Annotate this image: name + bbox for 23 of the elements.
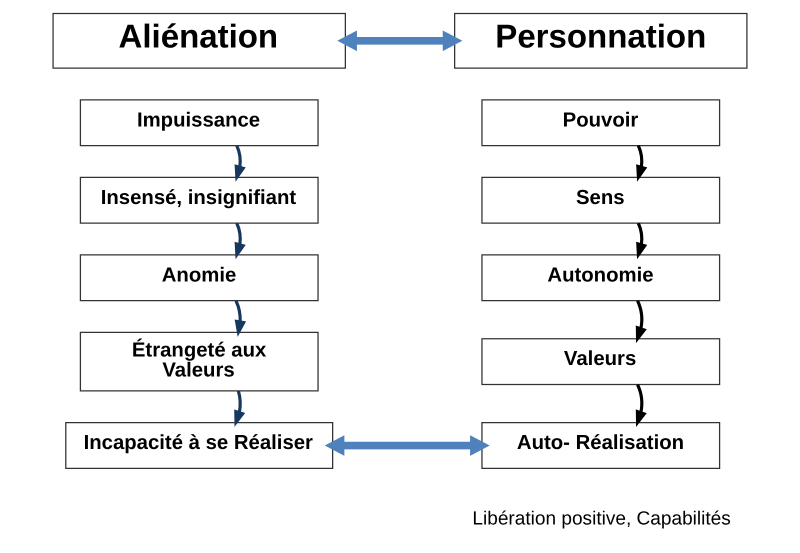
- arrow: [324, 435, 490, 456]
- node-box: Valeurs: [481, 338, 720, 386]
- arrow: [636, 300, 647, 344]
- node-box: Auto- Réalisation: [481, 422, 720, 470]
- arrow: [337, 30, 462, 52]
- arrow: [234, 390, 246, 427]
- node-box: Autonomie: [481, 254, 720, 302]
- node-box: Aliénation: [52, 12, 346, 69]
- arrow: [234, 145, 246, 182]
- node-box: Anomie: [80, 254, 319, 302]
- arrow: [636, 145, 648, 182]
- node-box: Incapacité à se Réaliser: [65, 422, 334, 470]
- arrow: [636, 222, 648, 260]
- node-box: Personnation: [454, 12, 748, 69]
- node-box: Impuissance: [80, 99, 319, 146]
- arrow: [234, 300, 246, 337]
- node-label: Libération positive, Capabilités: [472, 508, 731, 530]
- node-box: Insensé, insignifiant: [80, 176, 319, 224]
- arrow: [636, 384, 647, 427]
- node-box: Sens: [481, 176, 720, 224]
- node-box: Étrangeté aux Valeurs: [80, 332, 319, 392]
- arrow: [234, 222, 246, 260]
- node-box: Pouvoir: [481, 99, 720, 146]
